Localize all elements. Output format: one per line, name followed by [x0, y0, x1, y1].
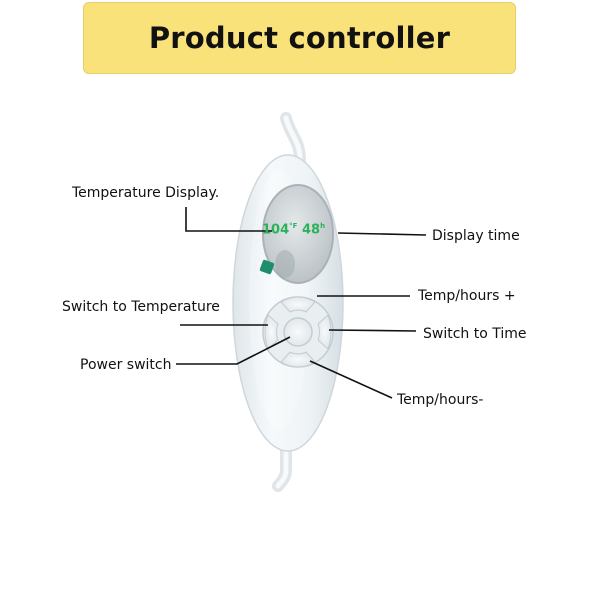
switch-to-time-button[interactable] — [317, 314, 332, 350]
label-temperature-display: Temperature Display. — [72, 185, 220, 201]
display-screen — [262, 184, 334, 284]
label-temp-hours-plus: Temp/hours + — [418, 288, 516, 304]
display-temperature: 104 — [262, 222, 290, 238]
switch-to-temperature-button[interactable] — [264, 314, 279, 350]
leader-temperature-display — [185, 207, 272, 232]
page-title: Product controller — [148, 21, 451, 55]
leader-display-time — [337, 232, 427, 236]
display-readout: 104°F 48h — [262, 222, 325, 237]
leader-switch-to-time — [328, 329, 417, 332]
power-button[interactable] — [283, 317, 313, 347]
temp-hours-plus-button[interactable] — [280, 296, 316, 313]
display-time-unit: h — [320, 222, 326, 230]
label-temp-hours-minus: Temp/hours- — [397, 392, 484, 408]
label-display-time: Display time — [432, 228, 520, 244]
leader-temp-hours-minus — [309, 360, 393, 399]
display-temperature-unit: °F — [289, 222, 298, 230]
label-switch-to-temperature: Switch to Temperature — [62, 299, 220, 315]
label-power-switch: Power switch — [80, 357, 172, 373]
label-switch-to-time: Switch to Time — [423, 326, 527, 342]
leader-power-switch — [176, 336, 291, 365]
display-time: 48 — [301, 222, 321, 238]
temp-hours-minus-button[interactable] — [280, 351, 316, 368]
title-banner: Product controller — [83, 2, 516, 74]
indicator-light — [259, 259, 275, 275]
